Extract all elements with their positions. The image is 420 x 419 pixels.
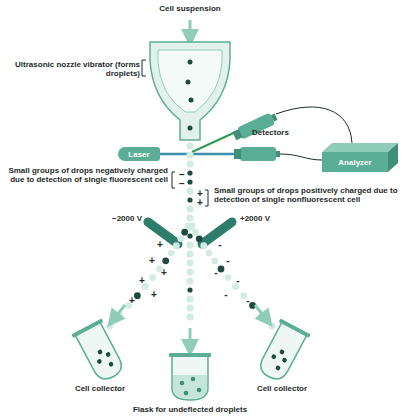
node-label: Laser (128, 150, 149, 159)
charge-sign: - (216, 240, 224, 250)
droplet (181, 229, 188, 236)
droplet (186, 250, 193, 257)
droplet (186, 214, 193, 221)
charge-sign: + (156, 240, 164, 250)
droplet (186, 151, 193, 158)
droplet (269, 323, 276, 330)
droplet (192, 229, 199, 236)
charge-sign: - (224, 256, 232, 266)
droplet (189, 223, 196, 230)
charge-sign: - (222, 290, 230, 300)
droplet (187, 170, 192, 175)
charge-sign: - (234, 276, 242, 286)
analyzer-box: Analyzer (322, 152, 388, 172)
droplet (186, 277, 193, 284)
droplet (149, 274, 156, 281)
part-label: Flask for undeflected droplets (110, 405, 270, 414)
part-label: Cell suspension (120, 4, 260, 13)
part-label: Cell collector (55, 384, 145, 393)
droplet (177, 235, 184, 242)
droplet (187, 287, 192, 292)
droplet (240, 292, 247, 299)
part-label: Detectors (252, 128, 312, 137)
charge-sign: - (212, 268, 220, 278)
droplet (225, 274, 232, 281)
laser-source: Laser (118, 147, 160, 161)
charge-sign: + (148, 256, 156, 266)
part-label: Small groups of drops positively charged… (214, 186, 414, 204)
droplet (187, 233, 192, 238)
part-label: Ultrasonic nozzle vibrator (forms drople… (6, 60, 140, 78)
droplet (186, 142, 193, 149)
droplet (186, 160, 193, 167)
droplet (186, 313, 193, 320)
charge-sign: + (160, 268, 168, 278)
part-label: −2000 V (92, 214, 142, 223)
droplet (186, 241, 193, 248)
part-label: Cell collector (237, 384, 327, 393)
droplet (200, 242, 207, 249)
charge-sign: + (196, 198, 204, 208)
part-label: +2000 V (240, 214, 290, 223)
charge-sign: - (244, 296, 252, 306)
droplet (196, 235, 203, 242)
droplet (187, 179, 192, 184)
node-label: Analyzer (338, 158, 371, 167)
charge-sign: + (150, 290, 158, 300)
droplet (134, 292, 141, 299)
droplet (211, 257, 218, 264)
droplet (168, 250, 175, 257)
charge-sign: − (178, 179, 186, 189)
droplet (218, 266, 225, 273)
part-label: Small groups of drops negatively charged… (4, 166, 168, 184)
droplet (186, 268, 193, 275)
droplet (186, 187, 193, 194)
droplet (186, 304, 193, 311)
droplet (205, 250, 212, 257)
droplet (186, 295, 193, 302)
droplet (186, 259, 193, 266)
droplet (162, 257, 169, 264)
droplet (186, 205, 193, 212)
charge-sign: + (138, 276, 146, 286)
droplet (107, 323, 114, 330)
droplet (173, 242, 180, 249)
charge-sign: + (128, 296, 136, 306)
droplet (187, 197, 192, 202)
